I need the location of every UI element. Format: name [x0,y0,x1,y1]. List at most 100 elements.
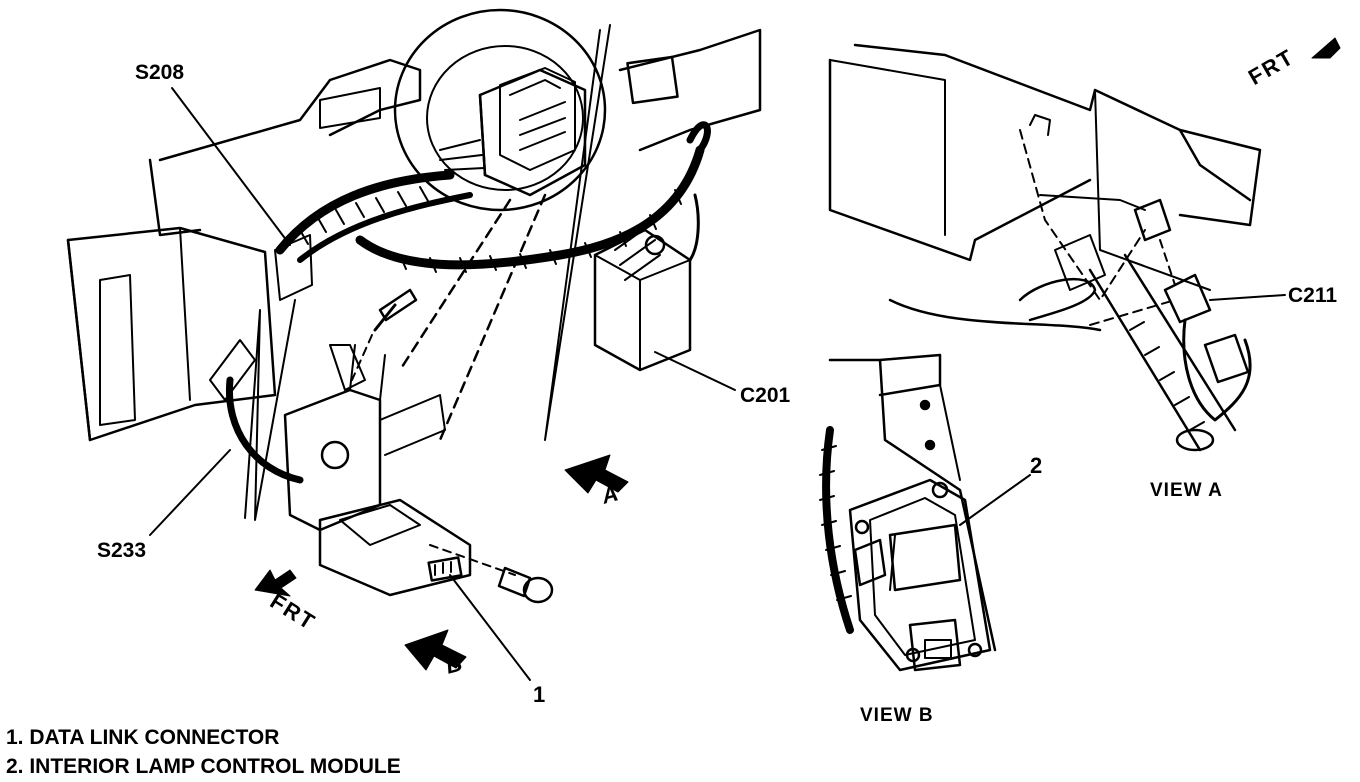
lower-screw-shank [497,566,532,598]
pointer-triangle-a [544,24,611,441]
view-b-right-rail-inner [939,384,961,481]
view-b-harness [822,426,854,634]
view-b-bracket [848,478,992,672]
view-b-dlc [908,618,962,672]
view-b-art [819,353,1031,672]
leader-c211 [1209,294,1286,301]
harness-wrap-texture-2 [399,189,682,273]
top-connector-face [499,67,576,171]
view-a-hook [1029,114,1051,136]
dlc-top-face [339,504,421,546]
main-view-art [66,8,762,681]
view-a-art [828,43,1286,452]
harness-upper-inner [297,192,473,263]
upper-screw-shank [373,303,397,332]
view-b-arrow [404,629,467,671]
view-a-left-block-face [829,59,946,236]
top-connector-edge [478,93,487,177]
upper-screw-guide [351,334,373,381]
view-a-left-block [828,58,1092,262]
frt-arrow-main [254,569,297,597]
frt-arrow-view-a [1311,37,1341,59]
label-s233: S233 [97,539,147,562]
lamp-control-module-edge [889,534,896,591]
c201-lead [688,193,700,262]
view-a-upper-connector [1133,198,1172,242]
panel-right-outline [618,28,762,152]
harness-upper [275,170,455,255]
lamp-control-module-connector [853,538,887,587]
c201-wires [614,224,661,281]
view-a-dash-top [853,43,1252,202]
lamp-control-module [888,523,962,592]
view-b-screw-bottom-left [905,647,921,663]
top-connector-wires [439,139,485,171]
view-a-column [1094,89,1211,291]
bracket-arms [349,344,386,401]
dlc-pins [434,561,452,576]
left-hush-panel-edge [66,238,92,442]
dash-line-top-1 [438,193,547,442]
view-a-dash-1 [1019,129,1146,301]
view-a-arrow [564,454,629,494]
c201-bolt [644,234,666,256]
top-connector-pins [509,79,566,151]
view-a-harness-end [1175,428,1215,452]
leader-s233 [149,449,231,536]
splice-s233-marker [209,339,256,401]
harness-left-drop [225,376,304,484]
lower-screw-guide [429,544,516,576]
view-a-clip [1018,277,1097,322]
legend-item-1: 1. DATA LINK CONNECTOR [6,726,280,749]
view-a-right-block [1178,128,1262,227]
leader-callout-1 [449,574,531,681]
leader-s208 [171,87,291,246]
bracket-tab [329,344,366,391]
label-c211: C211 [1288,284,1338,307]
leader-c201 [654,351,736,391]
pointer-triangle-s233 [244,299,296,521]
view-b-top-ledge [828,353,942,397]
harness-end [686,121,711,154]
bracket-bolt-head [320,440,350,470]
view-a-dash-3 [1159,239,1176,286]
left-hush-panel-pocket [99,274,136,426]
view-b-harness-texture [819,445,852,601]
view-b-screw-top [931,481,949,499]
view-a-wire-loop [1182,318,1252,422]
panel-left-edge [148,158,202,237]
view-a-lower-curve [888,298,1102,332]
view-b-rivet-1 [919,399,931,411]
legend-item-2: 2. INTERIOR LAMP CONTROL MODULE [6,755,401,778]
leader-callout-2 [959,474,1031,526]
bracket-extension [379,394,446,456]
label-callout-1: 1 [533,682,546,707]
view-a-dash-2 [1089,299,1176,326]
label-s208: S208 [135,61,185,84]
dlc-pin-block [427,556,463,582]
steering-hub [426,45,584,191]
view-a-wire-a [1039,194,1146,211]
panel-right-box [626,55,679,105]
label-c201: C201 [740,384,791,407]
view-b-rivet-2 [924,439,936,451]
c211-connector [1163,273,1212,324]
view-a-harness-texture [1129,321,1205,431]
view-b-screw-bottom-right [967,642,983,658]
view-b-bracket-inner [869,497,976,656]
panel-upper-outline [158,58,422,162]
vent-grille [319,87,381,129]
top-connector-body [478,68,587,197]
label-view-b: VIEW B [860,705,934,726]
view-b-dlc-pins [924,639,952,659]
view-a-lower-connector [1203,333,1250,384]
label-view-a: VIEW A [1150,480,1223,501]
harness-lower [355,145,705,270]
view-a-clip-block [1054,234,1106,291]
c201-connector-faces [594,254,691,371]
dash-line-top-2 [398,198,512,372]
dlc-housing [318,498,472,597]
left-hush-panel-crease [179,227,191,401]
